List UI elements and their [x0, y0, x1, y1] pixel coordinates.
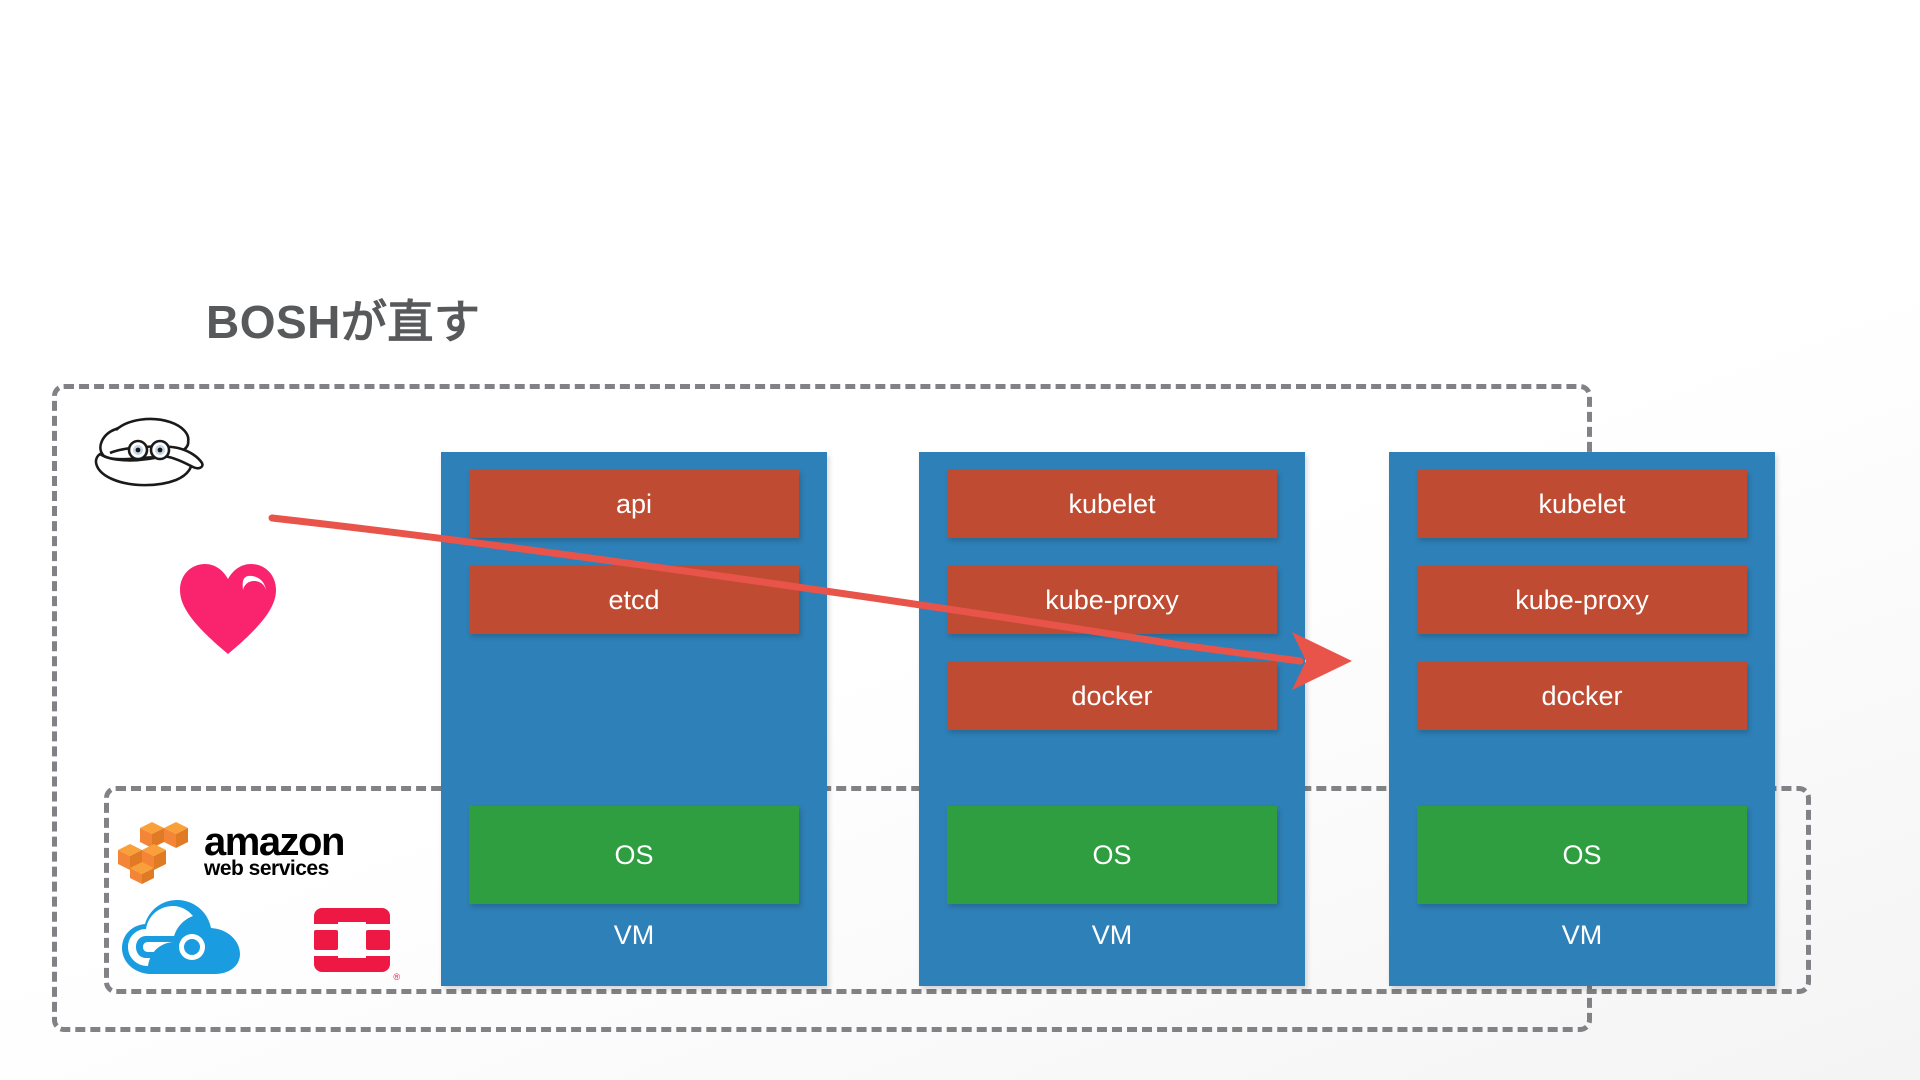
process-box-kube-proxy: kube-proxy: [947, 566, 1277, 634]
heart-icon: [178, 562, 278, 658]
os-box: OS: [1417, 806, 1747, 904]
bosh-clam-logo: [86, 410, 206, 488]
os-box: OS: [469, 806, 799, 904]
os-box: OS: [947, 806, 1277, 904]
vsphere-cloud-logo: [118, 896, 244, 982]
process-box-docker: docker: [1417, 662, 1747, 730]
aws-cubes-icon: [118, 822, 188, 884]
process-box-api: api: [469, 470, 799, 538]
aws-wordmark-amazon: amazon: [204, 820, 345, 864]
process-box-kubelet: kubelet: [947, 470, 1277, 538]
registered-mark: ®: [393, 972, 400, 982]
vm-column-3: kubelet kube-proxy docker OS VM: [1389, 452, 1775, 986]
aws-wordmark-webservices: web services: [204, 857, 329, 880]
vm-label: VM: [1561, 920, 1603, 950]
vm-label: VM: [1091, 920, 1133, 950]
vm-column-1: api etcd OS VM: [441, 452, 827, 986]
aws-logo: amazon web services: [118, 818, 345, 888]
process-box-kubelet: kubelet: [1417, 470, 1747, 538]
process-box-kube-proxy: kube-proxy: [1417, 566, 1747, 634]
vm-column-2: kubelet kube-proxy docker OS VM: [919, 452, 1305, 986]
page-title: BOSHが直す: [206, 296, 481, 348]
process-box-docker: docker: [947, 662, 1277, 730]
process-box-etcd: etcd: [469, 566, 799, 634]
vm-label: VM: [613, 920, 655, 950]
openstack-logo: ®: [312, 900, 400, 982]
